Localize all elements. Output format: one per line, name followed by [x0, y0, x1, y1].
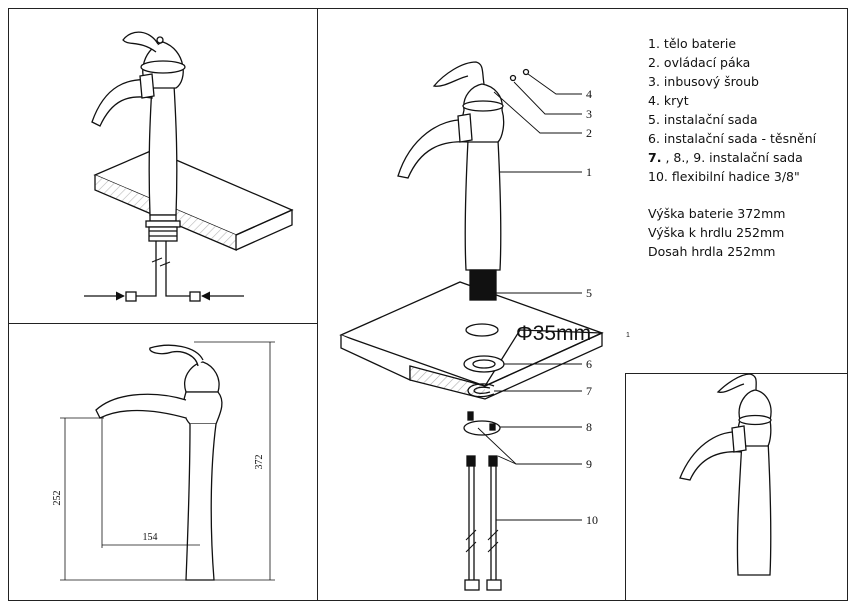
exploded-faucet	[339, 61, 604, 591]
callout-3: 3	[586, 107, 592, 121]
callout-leaders	[477, 73, 582, 521]
dim-height-spout: 252	[52, 491, 63, 506]
parts-list-item: 1. tělo baterie	[648, 36, 737, 51]
parts-list-item: 6. instalační sada - těsnění	[648, 131, 817, 146]
panel-product-view	[625, 373, 848, 601]
callout-7: 7	[586, 384, 592, 398]
spec-reach: Dosah hrdla 252mm	[648, 244, 776, 259]
parts-list-item: 3. inbusový šroub	[648, 74, 759, 89]
callout-2: 2	[586, 126, 592, 140]
callout-numbers: 4 3 2 1 5 6 7 8 9 10	[586, 87, 598, 527]
dim-reach: 154	[143, 532, 158, 543]
specifications: Výška baterie 372mm Výška k hrdlu 252mm …	[648, 204, 848, 261]
dimension-faucet	[60, 341, 275, 581]
panel-exploded-view	[317, 8, 848, 601]
dim-height-total: 372	[254, 455, 265, 470]
hole-diameter-label: Φ35mm	[516, 322, 592, 345]
callout-4: 4	[586, 87, 592, 101]
callout-1: 1	[586, 165, 592, 179]
callout-8: 8	[586, 420, 592, 434]
callout-10: 10	[586, 513, 598, 527]
parts-list-item: 10. flexibilní hadice 3/8"	[648, 169, 800, 184]
spec-height-total: Výška baterie 372mm	[648, 206, 786, 221]
callout-9: 9	[586, 457, 592, 471]
product-faucet	[679, 373, 772, 576]
installed-faucet	[84, 31, 294, 302]
parts-list-item: 5. instalační sada	[648, 112, 758, 127]
parts-list-item: 7. , 8., 9. instalační sada	[648, 150, 803, 165]
callout-6: 6	[586, 357, 592, 371]
parts-list-item: 2. ovládací páka	[648, 55, 751, 70]
callout-5: 5	[586, 286, 592, 300]
tiny-mark: 1	[626, 332, 630, 339]
spec-height-spout: Výška k hrdlu 252mm	[648, 225, 785, 240]
parts-list: 1. tělo baterie 2. ovládací páka 3. inbu…	[648, 34, 848, 186]
parts-list-item: 4. kryt	[648, 93, 689, 108]
